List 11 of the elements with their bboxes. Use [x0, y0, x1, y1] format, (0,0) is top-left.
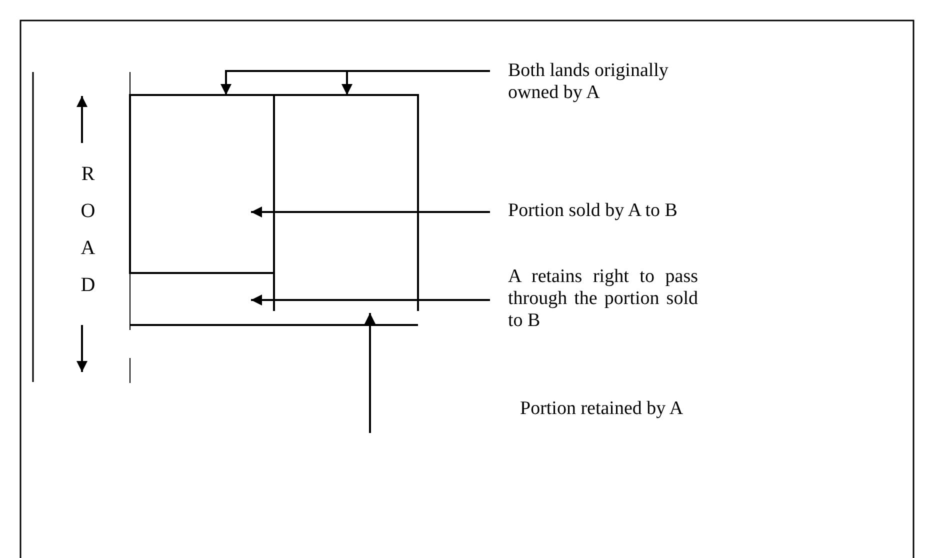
leader-line: [364, 313, 376, 433]
callout-text: Portion retained by A: [362, 398, 692, 433]
callout-text: Both lands originally owned by A: [490, 60, 710, 106]
leader-line: [251, 206, 490, 218]
callout-text: Portion sold by A to B: [490, 200, 720, 224]
land-plot-outline: [129, 94, 275, 274]
road-label: ROAD: [80, 162, 96, 298]
land-plot-outline: [273, 94, 419, 311]
leader-line: [342, 70, 490, 95]
leader-line: [251, 294, 490, 306]
callout-text: A retains right to pass through the portion sold to B: [490, 266, 698, 350]
